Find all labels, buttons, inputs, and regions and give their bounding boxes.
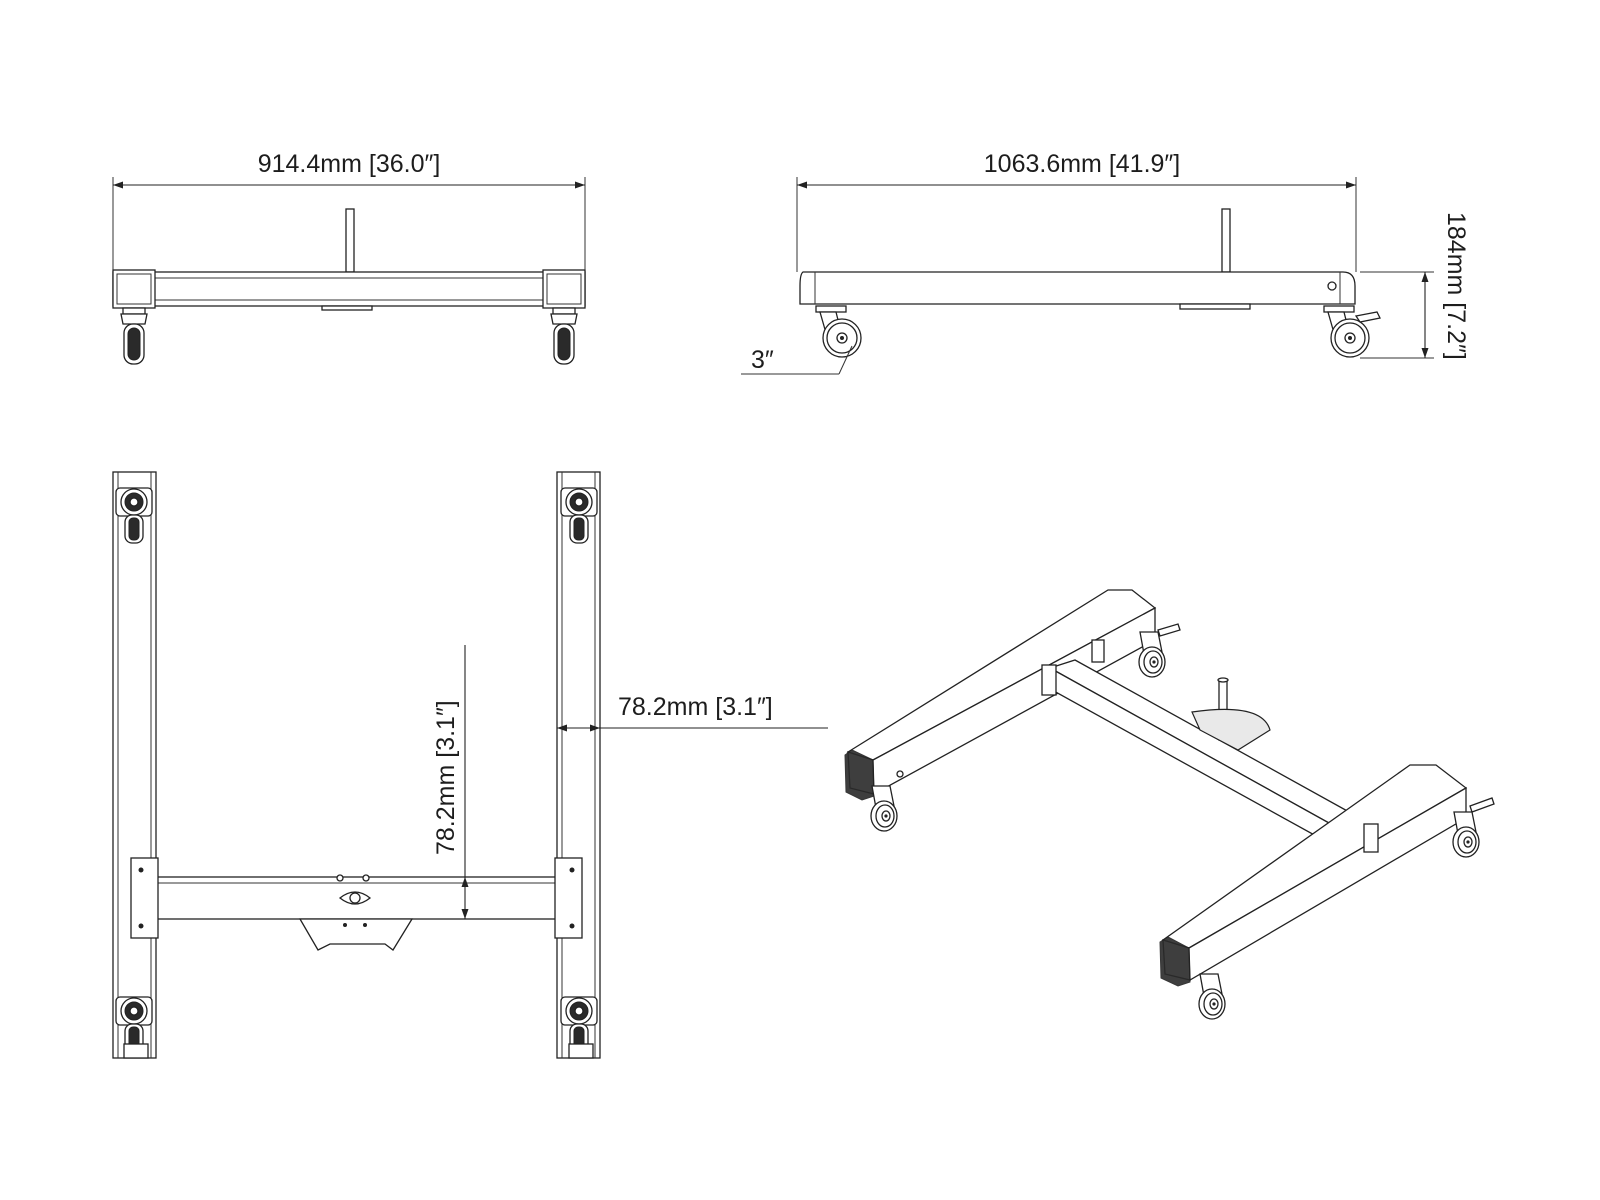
isometric-view [844,589,1495,1020]
front-width-dimension: 914.4mm [36.0″] [258,150,441,178]
side-length-dimension: 1063.6mm [41.9″] [984,150,1180,178]
top-view: 78.2mm [3.1″] 78.2mm [3.1″] [112,471,828,1059]
rail-width-dimension: 78.2mm [3.1″] [618,693,773,721]
side-view: 1063.6mm [41.9″] 184mm [7.2″] 3″ [741,150,1470,375]
cross-bar-width-dimension: 78.2mm [3.1″] [432,700,460,855]
height-dimension: 184mm [7.2″] [1442,212,1470,360]
caster-dimension: 3″ [751,346,774,374]
front-view: 914.4mm [36.0″] [112,150,586,365]
